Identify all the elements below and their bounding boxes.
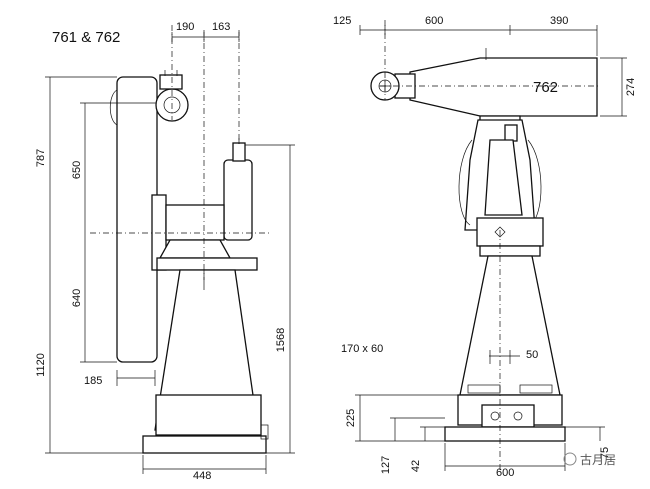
dim-448: 448: [193, 470, 211, 482]
dim-75: 75: [599, 447, 611, 459]
dim-640: 640: [71, 289, 83, 307]
watermark-logo-icon: [563, 452, 577, 466]
left-side-view: 761 & 762 190 163 787 650 640 1120 1568 …: [35, 21, 295, 482]
right-base-pedestal: [459, 255, 561, 396]
left-base-plate: [142, 435, 267, 454]
right-dimension-lines: [355, 25, 627, 471]
dim-125: 125: [333, 15, 351, 27]
dim-190: 190: [176, 21, 194, 33]
dim-50: 50: [526, 349, 538, 361]
dim-1120: 1120: [35, 353, 47, 377]
dim-787: 787: [35, 149, 47, 167]
watermark: 古月居: [563, 452, 616, 467]
dim-1568: 1568: [275, 328, 287, 352]
dim-127: 127: [380, 456, 392, 474]
dim-390: 390: [550, 15, 568, 27]
section-note: 170 x 60: [341, 343, 383, 355]
right-label-762: 762: [533, 79, 558, 96]
right-front-view: 762 170 x 60 125 600 390 274 50 225 127 …: [333, 15, 637, 479]
dim-600-top: 600: [425, 15, 443, 27]
watermark-text: 古月居: [580, 452, 616, 467]
right-boom-arm: [409, 57, 598, 117]
dim-600-bottom: 600: [496, 467, 514, 479]
left-column-arm: [116, 76, 158, 363]
dim-650: 650: [71, 161, 83, 179]
dim-185: 185: [84, 375, 102, 387]
left-title: 761 & 762: [52, 29, 120, 46]
dim-163: 163: [212, 21, 230, 33]
dim-225: 225: [345, 409, 357, 427]
dim-42: 42: [410, 460, 422, 472]
left-dimension-lines: [45, 32, 295, 474]
left-spindle-column: [223, 159, 253, 241]
right-base-plate: [444, 426, 566, 442]
dim-274: 274: [625, 78, 637, 96]
